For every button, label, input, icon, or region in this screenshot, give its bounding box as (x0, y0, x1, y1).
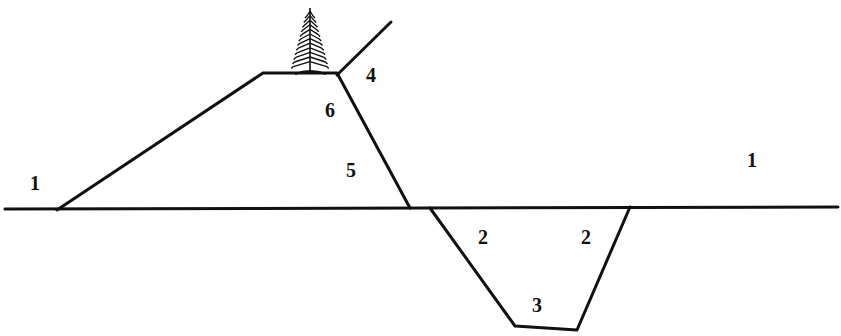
embankment-outline (57, 73, 410, 210)
tree-symbol (291, 8, 329, 74)
trench-outline (430, 207, 630, 330)
callout-number: 6 (325, 100, 335, 120)
callout-number: 2 (478, 227, 488, 247)
parapet-line (337, 22, 391, 75)
callout-number: 1 (30, 173, 40, 193)
callout-number: 2 (581, 227, 591, 247)
callout-number: 3 (532, 295, 542, 315)
callout-number: 1 (747, 150, 757, 170)
ground-line (5, 207, 838, 209)
callout-number: 5 (346, 160, 356, 180)
callout-number: 4 (366, 65, 376, 85)
